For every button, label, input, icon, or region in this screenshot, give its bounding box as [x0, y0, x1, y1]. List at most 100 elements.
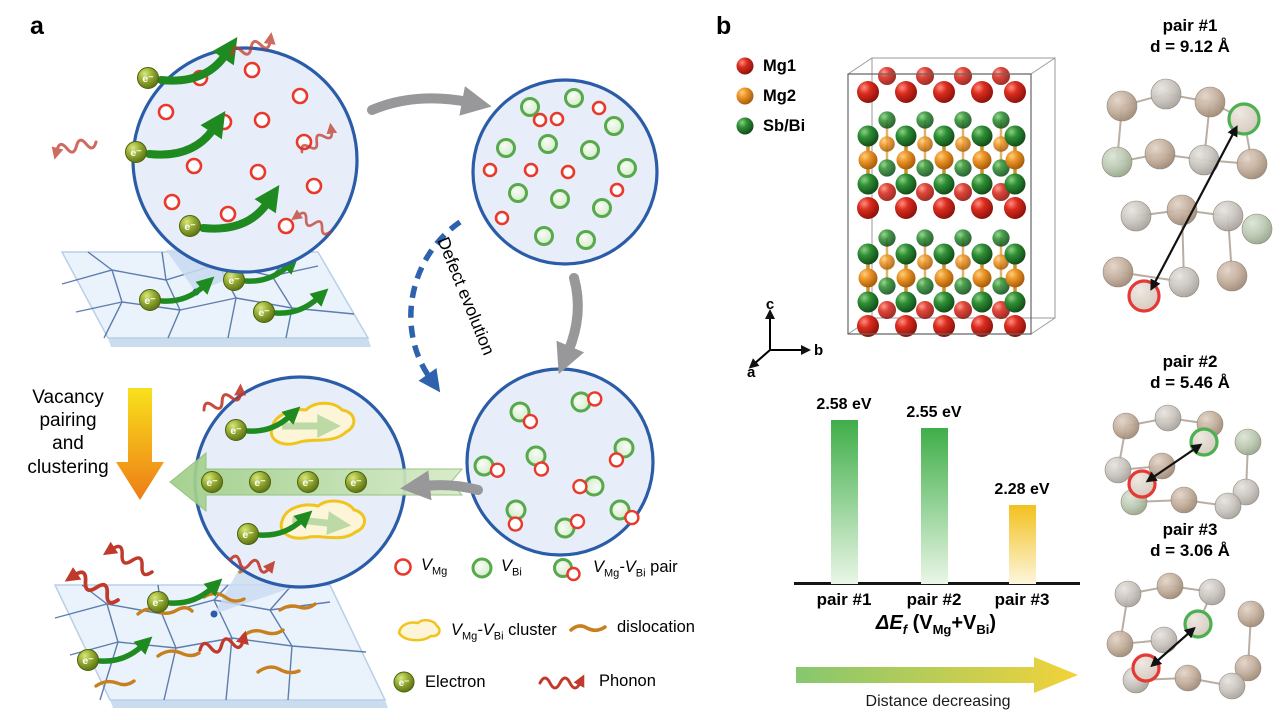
vbi-icon: [496, 138, 516, 158]
electron-icon: e⁻: [225, 406, 301, 441]
electron-icon: e⁻: [77, 636, 153, 671]
dislocation-icon: [278, 602, 317, 612]
bar-value-label: 2.28 eV: [994, 481, 1050, 498]
atom: [933, 315, 955, 337]
atom: [1106, 630, 1134, 658]
electron-sphere: [137, 67, 159, 89]
electron-arrow: [145, 110, 226, 159]
pair-distance-arrow: [1150, 626, 1196, 668]
pair-distance-arrow: [1150, 125, 1238, 291]
atom: [993, 254, 1009, 270]
vbi-icon: [580, 140, 600, 160]
vbi-icon: [538, 134, 558, 154]
electron-icon: e⁻: [147, 578, 223, 613]
electron-icon: e⁻: [223, 256, 299, 291]
atom: [879, 136, 895, 152]
legend-electron-label: Electron: [425, 672, 486, 691]
atom: [1005, 268, 1025, 288]
vacancy-pairing-arrow: [116, 388, 164, 500]
pair3-title: pair #3: [1162, 520, 1218, 539]
vmg-icon: [522, 413, 539, 430]
unit-cell-front-edges: [847, 73, 1032, 335]
atom: [1212, 200, 1244, 232]
formula-close: ): [989, 612, 997, 634]
atom: [1241, 213, 1273, 245]
dislocation-icon: [156, 649, 201, 658]
vmg-icon: [560, 164, 576, 180]
stage-arrow-down: [556, 273, 585, 375]
atom: [933, 81, 955, 103]
electron-arrow: [245, 406, 301, 434]
phonon-icon: [536, 670, 592, 692]
pair3-structure: [1106, 572, 1265, 700]
vmg-icon: [249, 163, 267, 181]
vmg-icon: [507, 516, 524, 532]
atom: [1144, 138, 1176, 170]
caption-line: pairing: [39, 410, 97, 432]
phonon-icon: [109, 544, 155, 577]
electron-sphere: [77, 649, 99, 671]
electron-sphere: [225, 419, 247, 441]
atom: [857, 197, 879, 219]
platform-top-carriers: e⁻e⁻e⁻: [139, 256, 329, 323]
atom: [954, 229, 972, 247]
electron-arrow: [159, 276, 215, 304]
electron-symbol: e⁻: [142, 73, 154, 85]
electron-symbol: e⁻: [302, 477, 314, 489]
atom: [954, 277, 972, 295]
vmg-icon: [523, 162, 539, 178]
electron-sphere: [237, 523, 259, 545]
electron-arrow: [199, 184, 280, 233]
vmg-icon: [569, 513, 586, 530]
atom: [992, 229, 1010, 247]
atom: [933, 243, 955, 265]
atom: [858, 150, 878, 170]
vacancy-pair-icon: [554, 513, 586, 539]
atom: [1004, 315, 1026, 337]
panel-b-label: b: [716, 12, 732, 40]
vmg-icon: [185, 157, 203, 175]
electron-icon: e⁻: [201, 471, 223, 493]
legend-mg1-label: Mg1: [763, 56, 796, 75]
crystal-structure: [847, 57, 1056, 337]
unit-cell-back-edges: [847, 57, 1056, 335]
vmg-icon: [291, 87, 309, 105]
atom: [915, 66, 935, 86]
bar-category-label: pair #3: [994, 590, 1050, 609]
electron-arrow: [243, 256, 299, 284]
atom: [917, 254, 933, 270]
electron-icon: e⁻: [393, 671, 415, 693]
atom: [857, 173, 879, 195]
legend-sbbi-label: Sb/Bi: [763, 116, 806, 135]
electron-sphere: [249, 471, 271, 493]
stage-arrows: [367, 86, 585, 501]
vmg-icon: [533, 461, 550, 477]
electron-symbol: e⁻: [258, 307, 270, 319]
electron-symbol: e⁻: [242, 529, 254, 541]
atom: [972, 268, 992, 288]
stage-arrow-right: [367, 86, 492, 116]
formula-sub-f: f: [902, 622, 908, 637]
vmg-icon: [157, 103, 175, 121]
bar-category-label: pair #1: [816, 590, 872, 609]
vmg-icon: [253, 111, 271, 129]
vacancy-pair-icon: [609, 499, 640, 526]
atom: [992, 159, 1010, 177]
dislocation-icon: [241, 628, 285, 638]
electron-symbol: e⁻: [228, 275, 240, 287]
pair2-title: pair #2: [1162, 352, 1218, 371]
atom: [1101, 146, 1133, 178]
legend-dislocation: dislocation: [568, 618, 695, 637]
a-axis-label: a: [747, 364, 756, 380]
pair1-structure: [1101, 78, 1273, 313]
atom: [1234, 428, 1262, 456]
mg1-atom-icon: [736, 57, 754, 75]
bar-3: [1009, 505, 1036, 584]
vmg-icon: [624, 509, 640, 526]
caption-line: and: [52, 433, 84, 455]
atom: [1198, 578, 1226, 606]
atom: [971, 291, 993, 313]
vmg-icon: [608, 452, 625, 468]
atom: [1234, 654, 1262, 682]
atom: [933, 173, 955, 195]
